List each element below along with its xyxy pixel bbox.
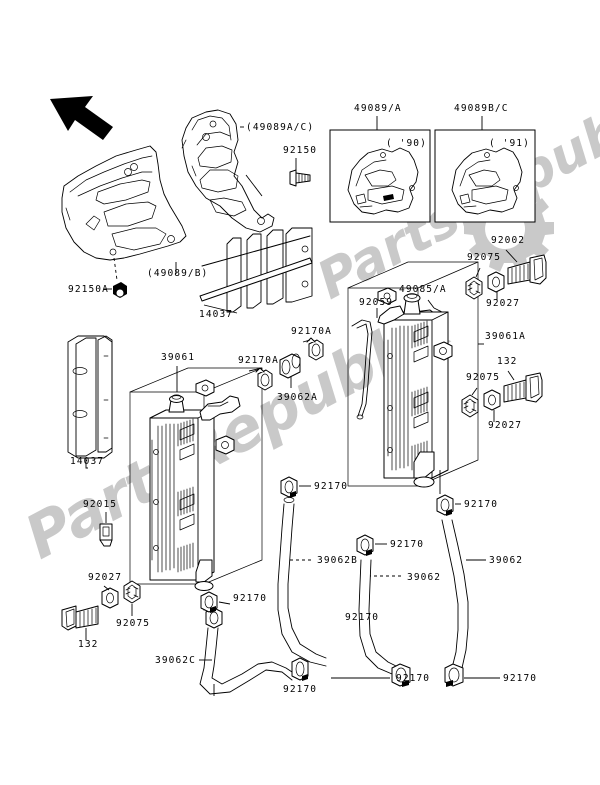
leader-92170a-right: [302, 339, 311, 343]
callout-92170a-right: 92170A: [291, 326, 332, 337]
bolt-92002: [507, 254, 547, 285]
callout-49089bc: 49089B/C: [454, 103, 509, 114]
callout-14037-upper: 14037: [199, 309, 233, 320]
clamp-92170a-left: [255, 367, 273, 391]
clamp-92170a-right: [306, 337, 324, 361]
inset-left-year: ( '90): [386, 138, 427, 149]
collar-92075-lower: [461, 394, 479, 418]
leader-92170-center: [218, 601, 231, 605]
inset-box-left: ( '90): [329, 129, 431, 223]
callout-92150a: 92150A: [68, 284, 109, 295]
inset-right-year: ( '91): [489, 138, 530, 149]
leader-14037-lower: [85, 458, 88, 469]
leader-92075-upper: [475, 267, 481, 278]
hose-39062-right: [441, 519, 469, 669]
washer-92027-upper: [487, 271, 505, 293]
radiator-left: [129, 367, 263, 591]
callout-92170-h: 92170: [503, 673, 537, 684]
callout-39062c: 39062C: [155, 655, 196, 666]
clip-92150a: [113, 282, 127, 298]
leader-14037-upper: [203, 304, 238, 314]
leader-92027-left: [103, 585, 110, 591]
callout-92170-d: 92170: [233, 593, 267, 604]
leader-92150a-dash: [113, 257, 118, 281]
callout-92075-left: 92075: [116, 618, 150, 629]
leader-92075-lower: [471, 387, 478, 396]
tube-92059: [351, 319, 373, 420]
screen-14037-upper: [199, 227, 313, 313]
clamp-92170-39062c-end: [291, 657, 309, 681]
callout-92075-upper: 92075: [467, 252, 501, 263]
hose-39062c: [199, 627, 293, 695]
hose-39062b: [277, 503, 327, 667]
callout-39062a: 39062A: [277, 392, 318, 403]
leader-132-right: [507, 370, 515, 381]
radiator-right: [347, 261, 479, 488]
callout-49085a: 49085/A: [399, 284, 447, 295]
clamp-92170-39062-mid-bottom: [391, 663, 411, 687]
washer-92027-lower: [483, 389, 501, 411]
clamp-92170-39062-right-top: [436, 494, 454, 516]
callout-39062-mid: 39062: [407, 572, 441, 583]
callout-92170a-left: 92170A: [238, 355, 279, 366]
shroud-left: [61, 145, 187, 261]
callout-132-right: 132: [497, 356, 517, 367]
callout-labels: 49089/A 49089B/C (49089A/C) 92150 (49089…: [68, 103, 537, 695]
callout-49089a: 49089/A: [354, 103, 402, 114]
screen-14037-lower: [67, 335, 113, 459]
clamp-92170-39062-right-bottom: [444, 663, 464, 687]
inset-box-right: ( '91): [434, 129, 536, 223]
callout-39061a: 39061A: [485, 331, 526, 342]
hose-39062-mid: [358, 559, 397, 675]
callout-92015: 92015: [83, 499, 117, 510]
bolt-132-left: [61, 605, 99, 631]
washer-92027-left: [101, 587, 119, 609]
shroud-right: [181, 109, 275, 233]
callout-92170-e: 92170: [345, 612, 379, 623]
front-direction-arrow: [50, 96, 113, 140]
callout-49089b: (49089/B): [147, 268, 208, 279]
hose-39062a: [279, 353, 301, 379]
callout-39061: 39061: [161, 352, 195, 363]
leader-49089ac-b: [245, 174, 263, 197]
callout-92170-f: 92170: [283, 684, 317, 695]
bolt-92150: [289, 169, 311, 187]
callout-92027-upper: 92027: [486, 298, 520, 309]
callout-92075-lower: 92075: [466, 372, 500, 383]
clamp-92170-center: [200, 591, 218, 613]
callout-92027-lower: 92027: [488, 420, 522, 431]
leader-92002: [505, 249, 518, 263]
callout-49089ac: (49089A/C): [246, 122, 314, 133]
callout-92170-g: 92170: [396, 673, 430, 684]
callout-132-left: 132: [78, 639, 98, 650]
clamp-92170-39062b-top: [280, 476, 298, 503]
callout-92150: 92150: [283, 145, 317, 156]
callout-92170-c: 92170: [390, 539, 424, 550]
callout-92170-a: 92170: [314, 481, 348, 492]
clamp-92170-39062-mid-top: [356, 534, 374, 556]
callout-92002: 92002: [491, 235, 525, 246]
leader-92170a-left: [248, 367, 263, 372]
callout-92027-left: 92027: [88, 572, 122, 583]
nut-92015: [99, 523, 113, 547]
leader-49085a: [427, 299, 443, 313]
collar-92075-left: [123, 580, 141, 604]
callout-92170-b: 92170: [464, 499, 498, 510]
callout-39062-right: 39062: [489, 555, 523, 566]
collar-92075-upper: [465, 276, 483, 300]
bolt-132: [503, 372, 543, 403]
callout-14037-lower: 14037: [70, 456, 104, 467]
callout-39062b: 39062B: [317, 555, 358, 566]
callout-92059: 92059: [359, 297, 393, 308]
